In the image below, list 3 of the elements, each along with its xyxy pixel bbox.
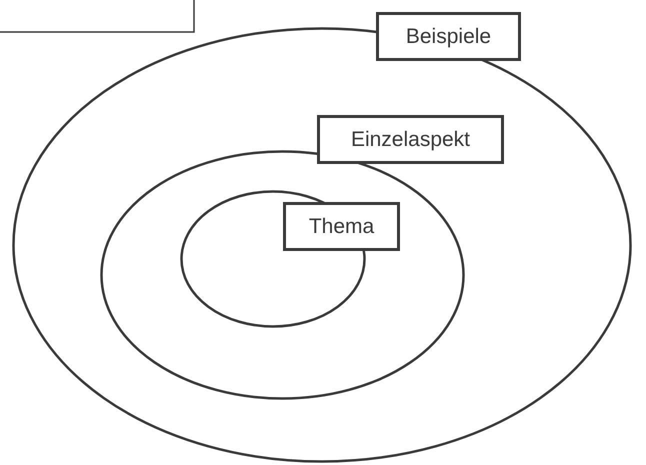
ring-label: Beispiele: [376, 12, 521, 61]
ring-label: Thema: [283, 202, 400, 251]
ring-label: Einzelaspekt: [317, 115, 504, 164]
